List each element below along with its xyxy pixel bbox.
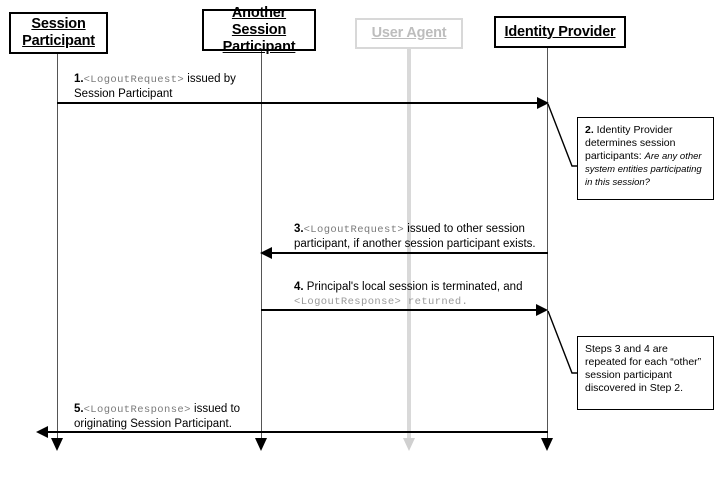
message-4-caption: 4. Principal's local session is terminat…	[294, 280, 564, 309]
message-5-arrowhead	[36, 426, 48, 438]
actor-label-another-session-participant-line2: Participant	[222, 38, 296, 55]
lifeline-another-session-participant	[261, 50, 262, 440]
lifeline-end-arrow-user-agent	[403, 438, 415, 451]
message-5-line	[48, 431, 548, 433]
lifeline-session-participant	[57, 52, 58, 440]
message-1-line	[57, 102, 539, 104]
actor-box-identity-provider[interactable]: Identity Provider	[494, 16, 626, 48]
message-1-code: <LogoutRequest>	[83, 74, 185, 86]
message-4-line	[261, 309, 538, 311]
actor-box-session-participant[interactable]: Session Participant	[9, 12, 108, 54]
actor-box-user-agent[interactable]: User Agent	[355, 18, 463, 49]
message-5-code: <LogoutResponse>	[83, 404, 191, 416]
actor-label-session-participant-line2: Participant	[22, 33, 95, 49]
message-1-text-after: issued by	[184, 73, 236, 85]
message-1-number: 1.	[74, 73, 84, 85]
actor-label-user-agent: User Agent	[371, 25, 447, 41]
note-step-2-text-italic: Are any other system entities participat…	[585, 151, 702, 188]
lifeline-identity-provider	[547, 48, 548, 440]
actor-box-another-session-participant[interactable]: Another Session Participant	[202, 5, 316, 55]
message-5-text-after: issued to	[190, 403, 241, 415]
message-1-caption: 1.<LogoutRequest> issued by Session Part…	[74, 72, 504, 101]
actor-label-identity-provider: Identity Provider	[504, 23, 616, 40]
message-3-number: 3.	[294, 223, 304, 235]
note-repeat-text: Steps 3 and 4 are repeated for each “oth…	[585, 343, 702, 394]
lifeline-end-arrow-another-session-participant	[255, 438, 267, 451]
message-1-line2: Session Participant	[74, 88, 173, 100]
actor-label-another-session-participant-line1: Another Session	[231, 4, 287, 38]
message-3-arrowhead	[260, 247, 272, 259]
message-5-caption: 5.<LogoutResponse> issued to originating…	[74, 402, 374, 431]
note-step-2-number: 2.	[585, 124, 594, 136]
message-3-line2: participant, if another session particip…	[294, 238, 536, 250]
note-step-2-text: Identity Provider determines session par…	[585, 124, 676, 162]
lifeline-end-arrow-session-participant	[51, 438, 63, 451]
actor-label-session-participant-line1: Session	[31, 16, 86, 32]
message-4-arrowhead	[536, 304, 548, 316]
lifeline-user-agent	[407, 49, 411, 440]
message-4-text-first: Principal's local session is terminated,…	[303, 281, 523, 293]
message-3-text-after: issued to other session	[404, 223, 525, 235]
lifeline-end-arrow-identity-provider	[541, 438, 553, 451]
message-3-code: <LogoutRequest>	[303, 224, 405, 236]
message-1-arrowhead	[537, 97, 549, 109]
note-repeat: Steps 3 and 4 are repeated for each “oth…	[577, 336, 714, 410]
note-step-2: 2. Identity Provider determines session …	[577, 117, 714, 200]
message-5-line2: originating Session Participant.	[74, 418, 232, 430]
message-4-number: 4.	[294, 281, 304, 293]
message-4-code: <LogoutResponse> returned.	[294, 296, 469, 308]
message-3-line	[272, 252, 548, 254]
message-5-number: 5.	[74, 403, 84, 415]
message-3-caption: 3.<LogoutRequest> issued to other sessio…	[294, 222, 564, 251]
